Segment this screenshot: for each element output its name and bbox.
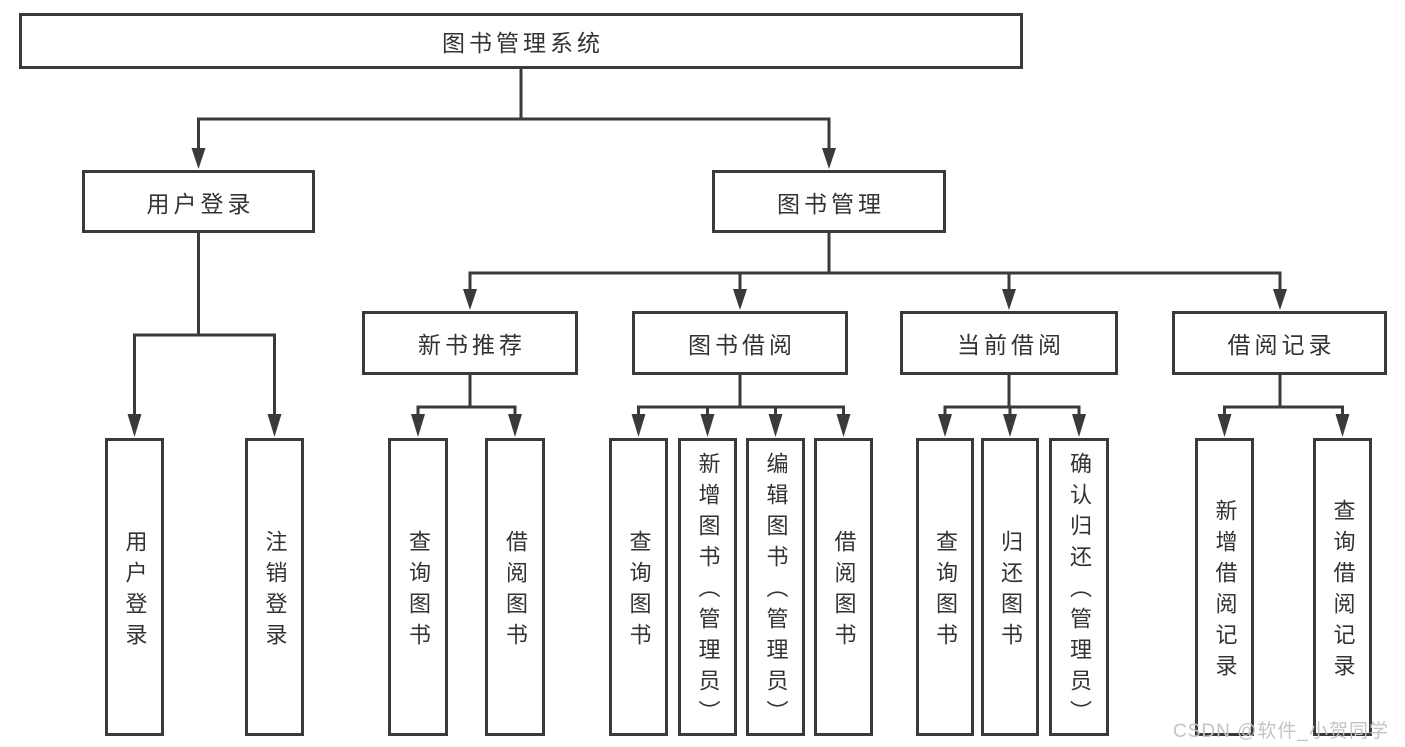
leaf-label: 查询借阅记录 [1330,498,1356,685]
arrow-head [822,148,836,169]
arrow-head [1003,414,1017,437]
leaf-logout: 注销登录 [245,438,304,736]
leaf-current-confirm-return-admin: 确认归还（管理员） [1049,438,1109,736]
connector-user-login [127,233,282,437]
leaf-borrow-query-books: 查询图书 [609,438,668,736]
arrow-head [1273,289,1287,310]
leaf-records-query-record: 查询借阅记录 [1313,438,1372,736]
leaf-label: 新增借阅记录 [1212,498,1238,685]
leaf-label: 归还图书 [998,529,1023,654]
leaf-label: 注销登录 [262,529,288,654]
arrow-head [700,414,715,437]
arrow-head [768,414,783,437]
leaf-current-return-book: 归还图书 [981,438,1039,736]
node-book-borrow: 图书借阅 [632,311,848,375]
leaf-label: 用户登录 [122,529,148,654]
leaf-newbook-borrow-books: 借阅图书 [485,438,545,736]
leaf-borrow-edit-book-admin: 编辑图书（管理员） [746,438,805,736]
arrow-head [267,414,282,437]
arrow-head [191,148,206,169]
node-label: 图书借阅 [688,332,796,358]
arrow-head [836,414,851,437]
arrow-head [1217,414,1232,437]
leaf-label: 确认归还（管理员） [1067,452,1092,731]
leaf-label: 借阅图书 [831,529,857,654]
leaf-label: 编辑图书（管理员） [763,452,789,731]
arrow-head [508,414,522,437]
connector-book-management [463,233,1287,310]
arrow-head [127,414,142,437]
arrow-head [411,414,425,437]
leaf-borrow-add-book-admin: 新增图书（管理员） [678,438,737,736]
leaf-newbook-query-books: 查询图书 [388,438,448,736]
leaf-label: 新增图书（管理员） [695,452,721,731]
node-borrow-records: 借阅记录 [1172,311,1387,375]
arrow-head [631,414,646,437]
node-user-login: 用户登录 [82,170,315,233]
node-current-borrow: 当前借阅 [900,311,1118,375]
node-label: 当前借阅 [957,332,1065,358]
leaf-current-query-books: 查询图书 [916,438,974,736]
connector-book-borrow [631,375,851,437]
leaf-label: 查询图书 [406,529,431,654]
node-label: 图书管理 [777,190,885,217]
leaf-label: 查询图书 [933,529,958,654]
connector-current-borrow [938,375,1086,437]
node-label: 图书管理系统 [442,30,604,56]
node-label: 借阅记录 [1227,332,1336,358]
arrow-head [1335,414,1350,437]
leaf-borrow-borrow-books: 借阅图书 [814,438,873,736]
node-label: 用户登录 [146,190,255,217]
arrow-head [463,289,477,310]
node-label: 新书推荐 [418,332,526,358]
connector-new-book-recommend [411,375,522,437]
csdn-watermark: CSDN @软件_小贺同学 [1173,721,1389,742]
arrow-head [938,414,952,437]
arrow-head [1072,414,1086,437]
arrow-head [733,289,747,310]
connector-root [191,69,836,169]
node-book-management: 图书管理 [712,170,946,233]
leaf-records-add-record: 新增借阅记录 [1195,438,1254,736]
node-library-system: 图书管理系统 [19,13,1023,69]
leaf-label: 借阅图书 [503,529,528,654]
leaf-user-login: 用户登录 [105,438,164,736]
leaf-label: 查询图书 [626,529,652,654]
connector-borrow-records [1217,375,1350,437]
arrow-head [1002,289,1016,310]
node-new-book-recommend: 新书推荐 [362,311,578,375]
